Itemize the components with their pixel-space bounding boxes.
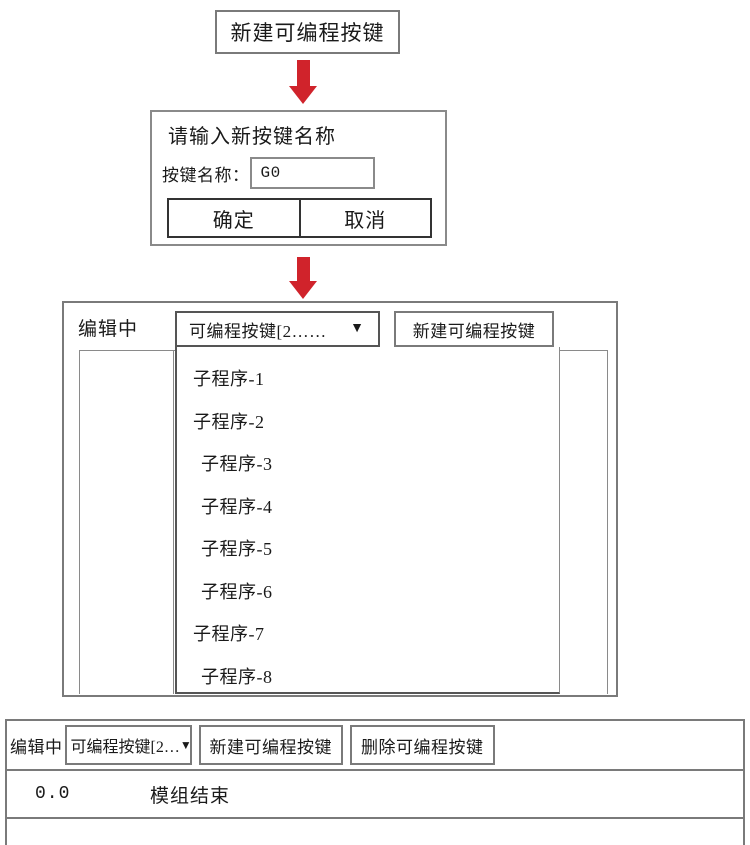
arrow-head [289,281,317,299]
arrow-shaft [296,60,310,86]
table-row[interactable]: 0.0 模组结束 [7,771,743,819]
programmable-key-dropdown[interactable]: 可编程按键[2…… ▼ [175,311,380,347]
key-name-field-row: 按键名称： G0 [162,157,375,189]
editor-left-column [79,350,174,694]
dropdown-option[interactable]: 子程序-4 [201,496,273,517]
key-name-input[interactable]: G0 [249,157,375,189]
dropdown-option[interactable]: 子程序-2 [193,411,265,432]
dropdown-option[interactable]: 子程序-5 [201,539,273,560]
new-programmable-key-button-bottom[interactable]: 新建可编程按键 [198,725,343,765]
arrow-head [289,86,317,104]
flow-arrow-down-icon-1 [289,60,317,104]
arrow-shaft [296,257,310,281]
delete-programmable-key-button-label: 删除可编程按键 [361,737,484,757]
dropdown-option[interactable]: 子程序-8 [201,666,273,687]
chevron-down-icon: ▼ [350,321,364,336]
programmable-key-dropdown-bottom-value: 可编程按键[2… [70,739,180,756]
new-programmable-key-button-mid[interactable]: 新建可编程按键 [394,311,554,347]
new-programmable-key-button-top[interactable]: 新建可编程按键 [215,10,400,54]
new-key-name-dialog: 请输入新按键名称 按键名称： G0 确定 取消 [150,110,447,246]
delete-programmable-key-button[interactable]: 删除可编程按键 [350,725,495,765]
programmable-key-dropdown-list[interactable]: 子程序-1 子程序-2 子程序-3 子程序-4 子程序-5 子程序-6 子程序-7 子程序-8 [175,347,560,694]
cancel-button[interactable]: 取消 [344,209,387,232]
dialog-button-bar: 确定 取消 [167,198,432,238]
new-programmable-key-button-bottom-label: 新建可编程按键 [209,737,332,757]
program-list-panel: 编辑中 可编程按键[2… ▼ 新建可编程按键 删除可编程按键 0.0 模组结束 [5,719,745,845]
editing-status-label: 编辑中 [78,318,139,340]
key-name-field-label: 按键名称： [162,165,250,185]
dropdown-option[interactable]: 子程序-3 [201,454,273,475]
key-name-input-value: G0 [260,164,281,182]
dropdown-option[interactable]: 子程序-7 [193,624,265,645]
new-programmable-key-button-mid-label: 新建可编程按键 [412,321,536,341]
editing-status-label-bottom: 编辑中 [10,737,63,757]
table-row-empty[interactable] [7,819,743,845]
editor-toolbar: 编辑中 [64,303,616,351]
dropdown-option[interactable]: 子程序-6 [201,581,273,602]
dropdown-option[interactable]: 子程序-1 [193,369,265,390]
new-programmable-key-button-top-label: 新建可编程按键 [230,21,385,45]
programmable-key-dropdown-bottom[interactable]: 可编程按键[2… ▼ [64,725,192,765]
chevron-down-icon-bottom: ▼ [179,738,192,752]
table-row-text: 模组结束 [150,785,231,807]
table-row-index: 0.0 [35,784,71,804]
program-list-toolbar: 编辑中 可编程按键[2… ▼ 新建可编程按键 删除可编程按键 [7,721,743,771]
flow-arrow-down-icon-2 [289,257,317,299]
dialog-title: 请输入新按键名称 [168,126,336,148]
confirm-button[interactable]: 确定 [169,200,301,236]
programmable-key-dropdown-value: 可编程按键[2…… [189,321,327,341]
